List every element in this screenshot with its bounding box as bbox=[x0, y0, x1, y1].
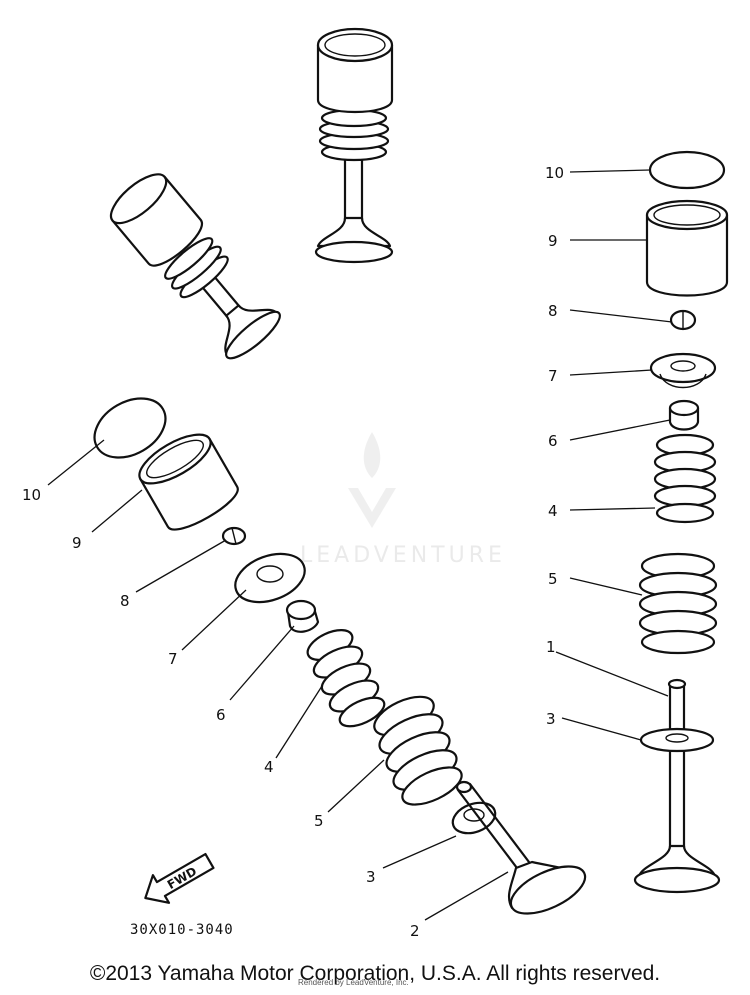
shim-10-left bbox=[93, 397, 167, 459]
callout-7-left: 7 bbox=[168, 650, 178, 668]
keeper-8-right bbox=[669, 309, 697, 331]
lifter-9-right bbox=[645, 199, 729, 297]
inner-spring-4-right bbox=[653, 433, 717, 524]
outer-spring-5-left bbox=[373, 695, 463, 806]
callout-5-right: 5 bbox=[548, 570, 558, 588]
callout-9-left: 9 bbox=[72, 534, 82, 552]
callout-4-right: 4 bbox=[548, 502, 558, 520]
callout-2-left: 2 bbox=[410, 922, 420, 940]
lifter-9-left bbox=[138, 433, 239, 531]
fwd-arrow-icon: FWD bbox=[144, 852, 215, 904]
watermark-text: LEADVENTURE bbox=[300, 543, 506, 568]
callout-6-left: 6 bbox=[216, 706, 226, 724]
spring-seat-3-right bbox=[639, 727, 715, 753]
copyright-notice: ©2013 Yamaha Motor Corporation, U.S.A. A… bbox=[89, 962, 661, 985]
callout-8-left: 8 bbox=[120, 592, 130, 610]
keeper-8-left bbox=[221, 526, 247, 546]
spring-seat-3-left bbox=[451, 801, 497, 835]
callout-5-left: 5 bbox=[314, 812, 324, 830]
callout-4-left: 4 bbox=[264, 758, 274, 776]
part-code: 30X010-3040 bbox=[130, 922, 234, 938]
valve-seal-6-left bbox=[285, 599, 320, 633]
render-note: Rendered by LeadVenture, Inc. bbox=[298, 978, 409, 987]
callout-3-left: 3 bbox=[366, 868, 376, 886]
leader-lines bbox=[47, 169, 673, 921]
callout-9-right: 9 bbox=[548, 232, 558, 250]
valve-seal-6-right bbox=[668, 399, 700, 431]
retainer-7-left bbox=[234, 552, 306, 604]
callout-10-right: 10 bbox=[545, 164, 564, 182]
leadventure-watermark: LEADVENTURE bbox=[300, 432, 506, 568]
retainer-7-right bbox=[649, 352, 717, 389]
valve-1-right bbox=[633, 678, 721, 894]
callout-7-right: 7 bbox=[548, 367, 558, 385]
callout-3-right: 3 bbox=[546, 710, 556, 728]
callout-1-right: 1 bbox=[546, 638, 556, 656]
callouts-left: 10 9 8 7 6 4 5 3 2 bbox=[22, 486, 420, 940]
callout-10-left: 10 bbox=[22, 486, 41, 504]
callout-8-right: 8 bbox=[548, 302, 558, 320]
outer-spring-5-right bbox=[638, 552, 718, 655]
valve-2-left bbox=[455, 780, 587, 915]
inner-spring-4-left bbox=[306, 629, 386, 728]
callouts-right: 10 9 8 7 6 4 5 1 3 bbox=[545, 164, 564, 728]
callout-6-right: 6 bbox=[548, 432, 558, 450]
left-exploded-assembly bbox=[93, 397, 587, 915]
right-exploded-assembly bbox=[633, 150, 729, 894]
assembled-valve-top bbox=[314, 27, 394, 264]
shim-10-right bbox=[648, 150, 726, 190]
assembled-valve-left bbox=[109, 173, 281, 360]
